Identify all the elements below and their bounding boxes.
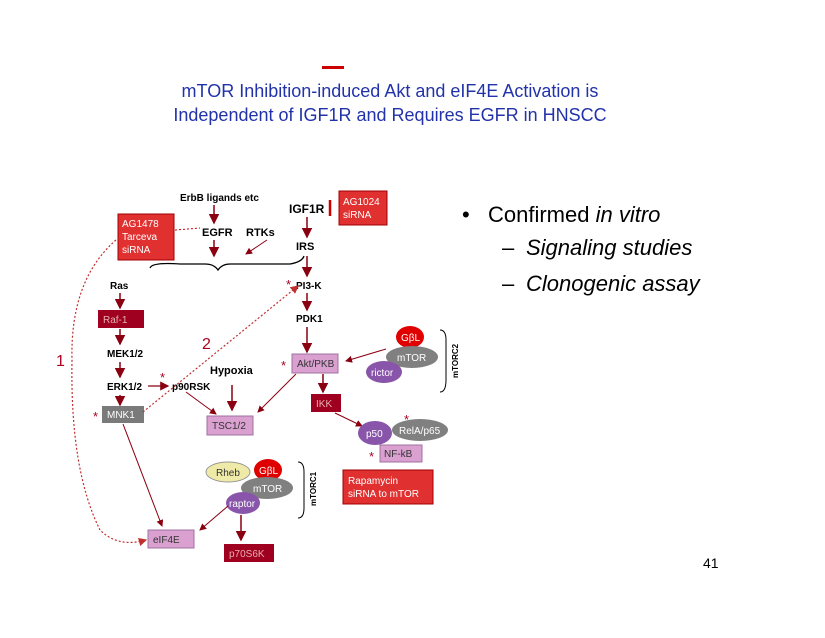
svg-text:AG1478: AG1478 — [122, 219, 159, 230]
bullet-main: •Confirmed in vitro — [462, 200, 700, 230]
mtorc1-complex: Rheb GβL mTOR raptor — [205, 459, 293, 514]
nfkb-box-star: * — [369, 449, 374, 464]
svg-text:GβL: GβL — [259, 466, 279, 477]
erk-star: * — [160, 370, 165, 385]
title-line-2: Independent of IGF1R and Requires EGFR i… — [173, 105, 607, 125]
ag1024-box: AG1024 siRNA — [338, 190, 388, 226]
mtorc1-label: mTORC1 — [309, 471, 318, 506]
feedback-path-1 — [71, 239, 148, 547]
title-line-1: mTOR Inhibition-induced Akt and eIF4E Ac… — [181, 81, 599, 101]
mek12-label: MEK1/2 — [107, 349, 144, 360]
sub-bullet-2: –Clonogenic assay — [502, 271, 700, 296]
svg-text:p50: p50 — [366, 429, 383, 440]
svg-text:mTOR: mTOR — [253, 484, 282, 495]
svg-text:Rheb: Rheb — [216, 468, 240, 479]
ag1478-inhibition-line — [174, 227, 201, 231]
nfkb-star: * — [404, 412, 409, 427]
ag1478-box: AG1478 Tarceva siRNA — [117, 213, 175, 261]
in-vitro-italic: in vitro — [595, 202, 661, 227]
bullet-dot: • — [462, 202, 470, 227]
mtorc2-complex: GβL mTOR rictor — [366, 326, 438, 383]
svg-text:MNK1: MNK1 — [107, 410, 135, 421]
rtks-label: RTKs — [246, 227, 275, 239]
svg-text:p70S6K: p70S6K — [229, 549, 265, 560]
svg-text:NF-kB: NF-kB — [384, 449, 413, 460]
path-1-label: 1 — [56, 353, 65, 370]
ras-label: Ras — [110, 281, 129, 292]
raf1-box: Raf-1 — [98, 310, 144, 328]
svg-text:mTOR: mTOR — [397, 353, 426, 364]
title-accent-dash — [322, 66, 344, 69]
hypoxia-label: Hypoxia — [210, 365, 254, 377]
nfkb-complex: RelA/p65 p50 — [358, 419, 448, 445]
svg-text:AG1024: AG1024 — [343, 197, 380, 208]
svg-text:TSC1/2: TSC1/2 — [212, 421, 246, 432]
pi3k-label: PI3-K — [296, 281, 322, 292]
feedback-path-2 — [142, 285, 299, 413]
svg-text:siRNA: siRNA — [343, 210, 372, 221]
tsc12-box: TSC1/2 — [206, 415, 254, 436]
irs-label: IRS — [296, 241, 314, 253]
rapamycin-box: Rapamycin siRNA to mTOR — [342, 469, 434, 505]
svg-text:Rapamycin: Rapamycin — [348, 476, 398, 487]
pdk1-label: PDK1 — [296, 314, 323, 325]
p70s6k-box: p70S6K — [224, 544, 274, 562]
p90rsk-label: p90RSK — [172, 382, 211, 393]
svg-text:RelA/p65: RelA/p65 — [399, 426, 441, 437]
bullet-list: •Confirmed in vitro –Signaling studies –… — [462, 200, 700, 302]
svg-text:siRNA to mTOR: siRNA to mTOR — [348, 489, 419, 500]
svg-text:eIF4E: eIF4E — [153, 535, 180, 546]
mtorc2-bracket — [439, 329, 447, 393]
mnk1-star: * — [93, 409, 98, 424]
sub-bullet-1: –Signaling studies — [502, 235, 693, 260]
nfkb-box: NF-kB — [379, 444, 423, 463]
erbb-ligands-label: ErbB ligands etc — [180, 193, 259, 204]
eif4e-box: eIF4E — [147, 529, 195, 549]
pi3k-star: * — [286, 277, 291, 292]
akt-star: * — [281, 358, 286, 373]
page-number: 41 — [703, 555, 719, 571]
svg-text:Tarceva: Tarceva — [122, 232, 157, 243]
svg-text:Akt/PKB: Akt/PKB — [297, 359, 335, 370]
receptor-brace — [149, 255, 305, 272]
svg-text:IKK: IKK — [316, 399, 332, 410]
svg-text:raptor: raptor — [229, 499, 256, 510]
svg-text:rictor: rictor — [371, 368, 394, 379]
svg-text:GβL: GβL — [401, 333, 421, 344]
ikk-box: IKK — [311, 394, 341, 412]
egfr-label: EGFR — [202, 227, 233, 239]
mnk1-box: MNK1 — [102, 406, 144, 423]
svg-text:siRNA: siRNA — [122, 245, 151, 256]
igf1r-label: IGF1R — [289, 202, 325, 216]
svg-text:Raf-1: Raf-1 — [103, 315, 128, 326]
mtorc2-label: mTORC2 — [451, 343, 460, 378]
path-2-label: 2 — [202, 336, 211, 353]
slide-title: mTOR Inhibition-induced Akt and eIF4E Ac… — [130, 79, 650, 127]
akt-box: Akt/PKB — [291, 353, 339, 374]
erk12-label: ERK1/2 — [107, 382, 142, 393]
mtorc1-bracket — [297, 461, 305, 519]
